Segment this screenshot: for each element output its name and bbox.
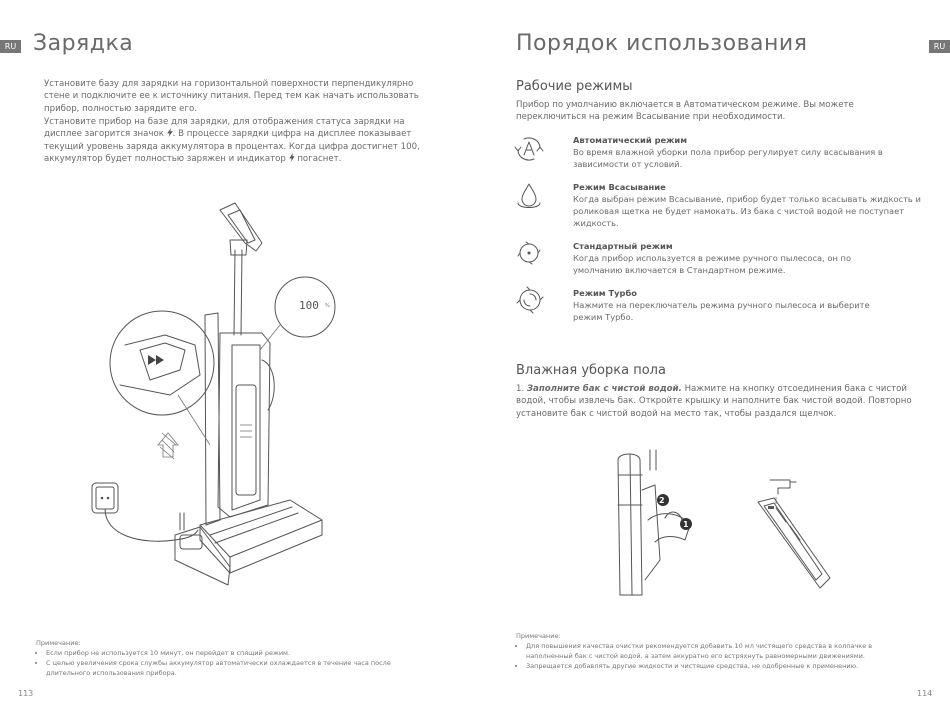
- modes-heading: Рабочие режимы: [516, 79, 633, 94]
- standard-mode-icon: [517, 241, 541, 265]
- page-number-left: 113: [18, 689, 34, 698]
- page-number-right: 114: [917, 689, 933, 698]
- modes-intro: Прибор по умолчанию включается в Автомат…: [516, 100, 854, 123]
- tank-filling-illustration: [757, 479, 831, 589]
- wet-cleaning-step-1: 1. Заполните бак с чистой водой. Нажмите…: [516, 383, 916, 420]
- mode-name: Режим Турбо: [573, 288, 637, 298]
- turbo-mode-icon: [516, 286, 544, 314]
- left-note-title: Примечание:: [36, 639, 81, 647]
- charging-illustration: [91, 202, 336, 586]
- mode-description: Когда прибор используется в режиме ручно…: [573, 253, 852, 276]
- charging-text-b: . В процессе зарядки цифра на дисплее по…: [44, 129, 420, 165]
- mode-suction: Режим Всасывание Когда выбран режим Всас…: [573, 181, 923, 230]
- left-note: Примечание: Если прибор не используется …: [36, 638, 436, 678]
- charging-paragraph-2: Установите прибор на базе для зарядки, д…: [44, 116, 439, 166]
- lightning-icon: [166, 128, 173, 138]
- page-title-charging: Зарядка: [33, 31, 134, 56]
- callout-1: 1: [683, 520, 689, 529]
- callout-2: 2: [659, 496, 665, 505]
- right-note: Примечание: Для повышения качества очист…: [516, 631, 906, 671]
- step-bold: Заполните бак с чистой водой.: [526, 384, 682, 394]
- battery-display-unit: %: [325, 303, 330, 309]
- mode-name: Автоматический режим: [573, 135, 687, 145]
- auto-mode-icon: [514, 137, 544, 161]
- suction-mode-icon: [517, 183, 541, 208]
- language-badge-left: RU: [0, 40, 21, 53]
- mode-standard: Стандартный режим Когда прибор используе…: [573, 240, 903, 276]
- right-note-item: Запрещается добавлять другие жидкости и …: [526, 661, 906, 671]
- lightning-icon: [288, 153, 295, 163]
- charging-text-a: Установите прибор на базе для зарядки, д…: [44, 117, 405, 140]
- mode-name: Режим Всасывание: [573, 182, 666, 192]
- battery-display-value: 100: [299, 299, 319, 312]
- mode-description: Нажмите на переключатель режима ручного …: [573, 300, 870, 323]
- right-note-item: Для повышения качества очистки рекоменду…: [526, 641, 906, 661]
- mode-auto: Автоматический режим Во время влажной уб…: [573, 134, 923, 170]
- charging-paragraph-1: Установите базу для зарядки на горизонта…: [44, 79, 419, 114]
- mode-description: Во время влажной уборки пола прибор регу…: [573, 147, 883, 170]
- step-number: 1.: [516, 384, 525, 394]
- mode-turbo: Режим Турбо Нажмите на переключатель реж…: [573, 287, 873, 323]
- step-text: Нажмите на кнопку отсоединения бака с чи…: [516, 384, 912, 419]
- mode-description: Когда выбран режим Всасывание, прибор бу…: [573, 194, 921, 229]
- left-note-item: Если прибор не используется 10 минут, он…: [46, 648, 436, 658]
- right-note-title: Примечание:: [516, 632, 561, 640]
- mode-name: Стандартный режим: [573, 241, 673, 251]
- charging-text-c: погаснет.: [297, 154, 342, 165]
- left-note-item: С целью увеличения срока службы аккумуля…: [46, 658, 436, 678]
- language-badge-right: RU: [929, 40, 950, 53]
- tank-removal-illustration: [617, 449, 692, 596]
- page-title-usage: Порядок использования: [516, 31, 808, 56]
- wet-cleaning-heading: Влажная уборка пола: [516, 363, 666, 378]
